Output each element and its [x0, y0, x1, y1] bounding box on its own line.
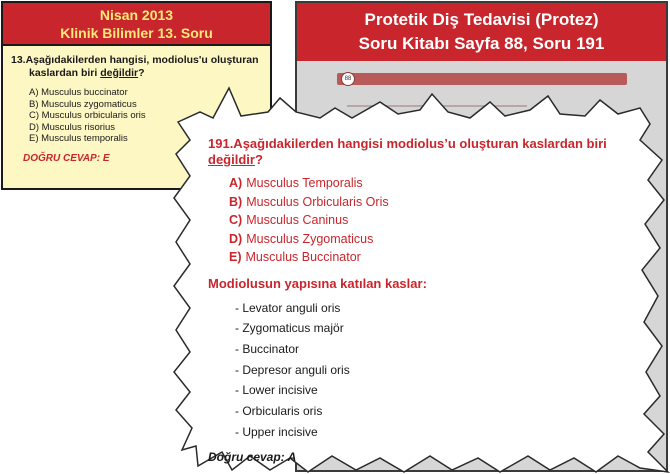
- exam-title-line1: Nisan 2013: [99, 7, 174, 23]
- book-correct-answer: Doğru cevap: A: [208, 450, 297, 465]
- book-option-text: Musculus Orbicularis Oris: [246, 194, 389, 209]
- book-title-line2: Soru Kitabı Sayfa 88, Soru 191: [358, 34, 605, 53]
- exam-question-cont-line: kaslardan biri değildir?: [11, 67, 262, 80]
- book-options-list: A)Musculus Temporalis B)Musculus Orbicul…: [208, 174, 658, 267]
- book-option-letter: B): [229, 194, 243, 209]
- book-question-text: 191.Aşağıdakilerden hangisi modiolus’u o…: [208, 136, 658, 168]
- book-question-end: ?: [254, 152, 263, 167]
- book-option-b: B)Musculus Orbicularis Oris: [229, 193, 658, 212]
- book-option-a: A)Musculus Temporalis: [229, 174, 658, 193]
- book-option-e: E)Musculus Buccinator: [229, 248, 658, 267]
- muscles-sub-heading: Modiolusun yapısına katılan kaslar:: [208, 275, 427, 291]
- book-option-d: D)Musculus Zygomaticus: [229, 230, 658, 249]
- muscle-list: - Levator anguli oris - Zygomaticus majö…: [208, 298, 658, 443]
- book-option-text: Musculus Zygomaticus: [246, 231, 374, 246]
- book-page-scan-strip: 88: [337, 72, 627, 86]
- exam-options-list: A) Musculus buccinator B) Musculus zygom…: [3, 87, 270, 145]
- book-option-letter: E): [229, 250, 242, 264]
- exam-question-emph: değildir: [100, 66, 139, 79]
- book-option-letter: A): [229, 176, 243, 190]
- muscle-list-item: - Upper incisive: [235, 424, 318, 439]
- muscle-list-item: - Buccinator: [235, 341, 300, 356]
- book-title-line1: Protetik Diş Tedavisi (Protez): [364, 10, 599, 29]
- muscle-list-item: - Depresor anguli oris: [235, 362, 350, 377]
- exam-title-line2: Klinik Bilimler 13. Soru: [60, 25, 213, 41]
- book-option-text: Musculus Buccinator: [245, 250, 361, 264]
- muscle-list-item: - Lower incisive: [235, 383, 318, 398]
- exam-question-text: 13.Aşağıdakilerden hangisi, modiolus'u o…: [3, 46, 270, 79]
- muscle-list-item: - Zygomaticus majör: [235, 321, 344, 336]
- exam-option: A) Musculus buccinator: [29, 87, 128, 98]
- book-option-c: C)Musculus Caninus: [229, 211, 658, 230]
- exam-option: E) Musculus temporalis: [29, 133, 128, 144]
- book-question-emph: değildir: [208, 152, 255, 167]
- book-page-number: 88: [341, 72, 355, 86]
- book-option-letter: C): [229, 213, 243, 227]
- exam-option: B) Musculus zygomaticus: [29, 98, 137, 110]
- book-option-letter: D): [229, 231, 243, 246]
- exam-option: D) Musculus risorius: [29, 121, 116, 133]
- torn-paper-content: 191.Aşağıdakilerden hangisi modiolus’u o…: [208, 136, 658, 464]
- exam-option: C) Musculus orbicularis oris: [29, 110, 146, 121]
- exam-correct-answer: DOĞRU CEVAP: E: [23, 152, 110, 164]
- book-card-header: Protetik Diş Tedavisi (Protez) Soru Kita…: [297, 3, 666, 61]
- book-question-main: 191.Aşağıdakilerden hangisi modiolus’u o…: [208, 136, 607, 151]
- muscle-list-item: - Orbicularis oris: [235, 404, 323, 419]
- book-option-text: Musculus Temporalis: [246, 176, 363, 190]
- exam-card-header: Nisan 2013 Klinik Bilimler 13. Soru: [3, 3, 270, 46]
- exam-question-cont: kaslardan biri: [29, 66, 101, 79]
- book-option-text: Musculus Caninus: [246, 213, 349, 227]
- exam-question-end: ?: [138, 66, 145, 79]
- exam-question-pre: 13.Aşağıdakilerden hangisi, modiolus'u o…: [11, 54, 259, 66]
- muscle-list-item: - Levator anguli oris: [235, 300, 341, 315]
